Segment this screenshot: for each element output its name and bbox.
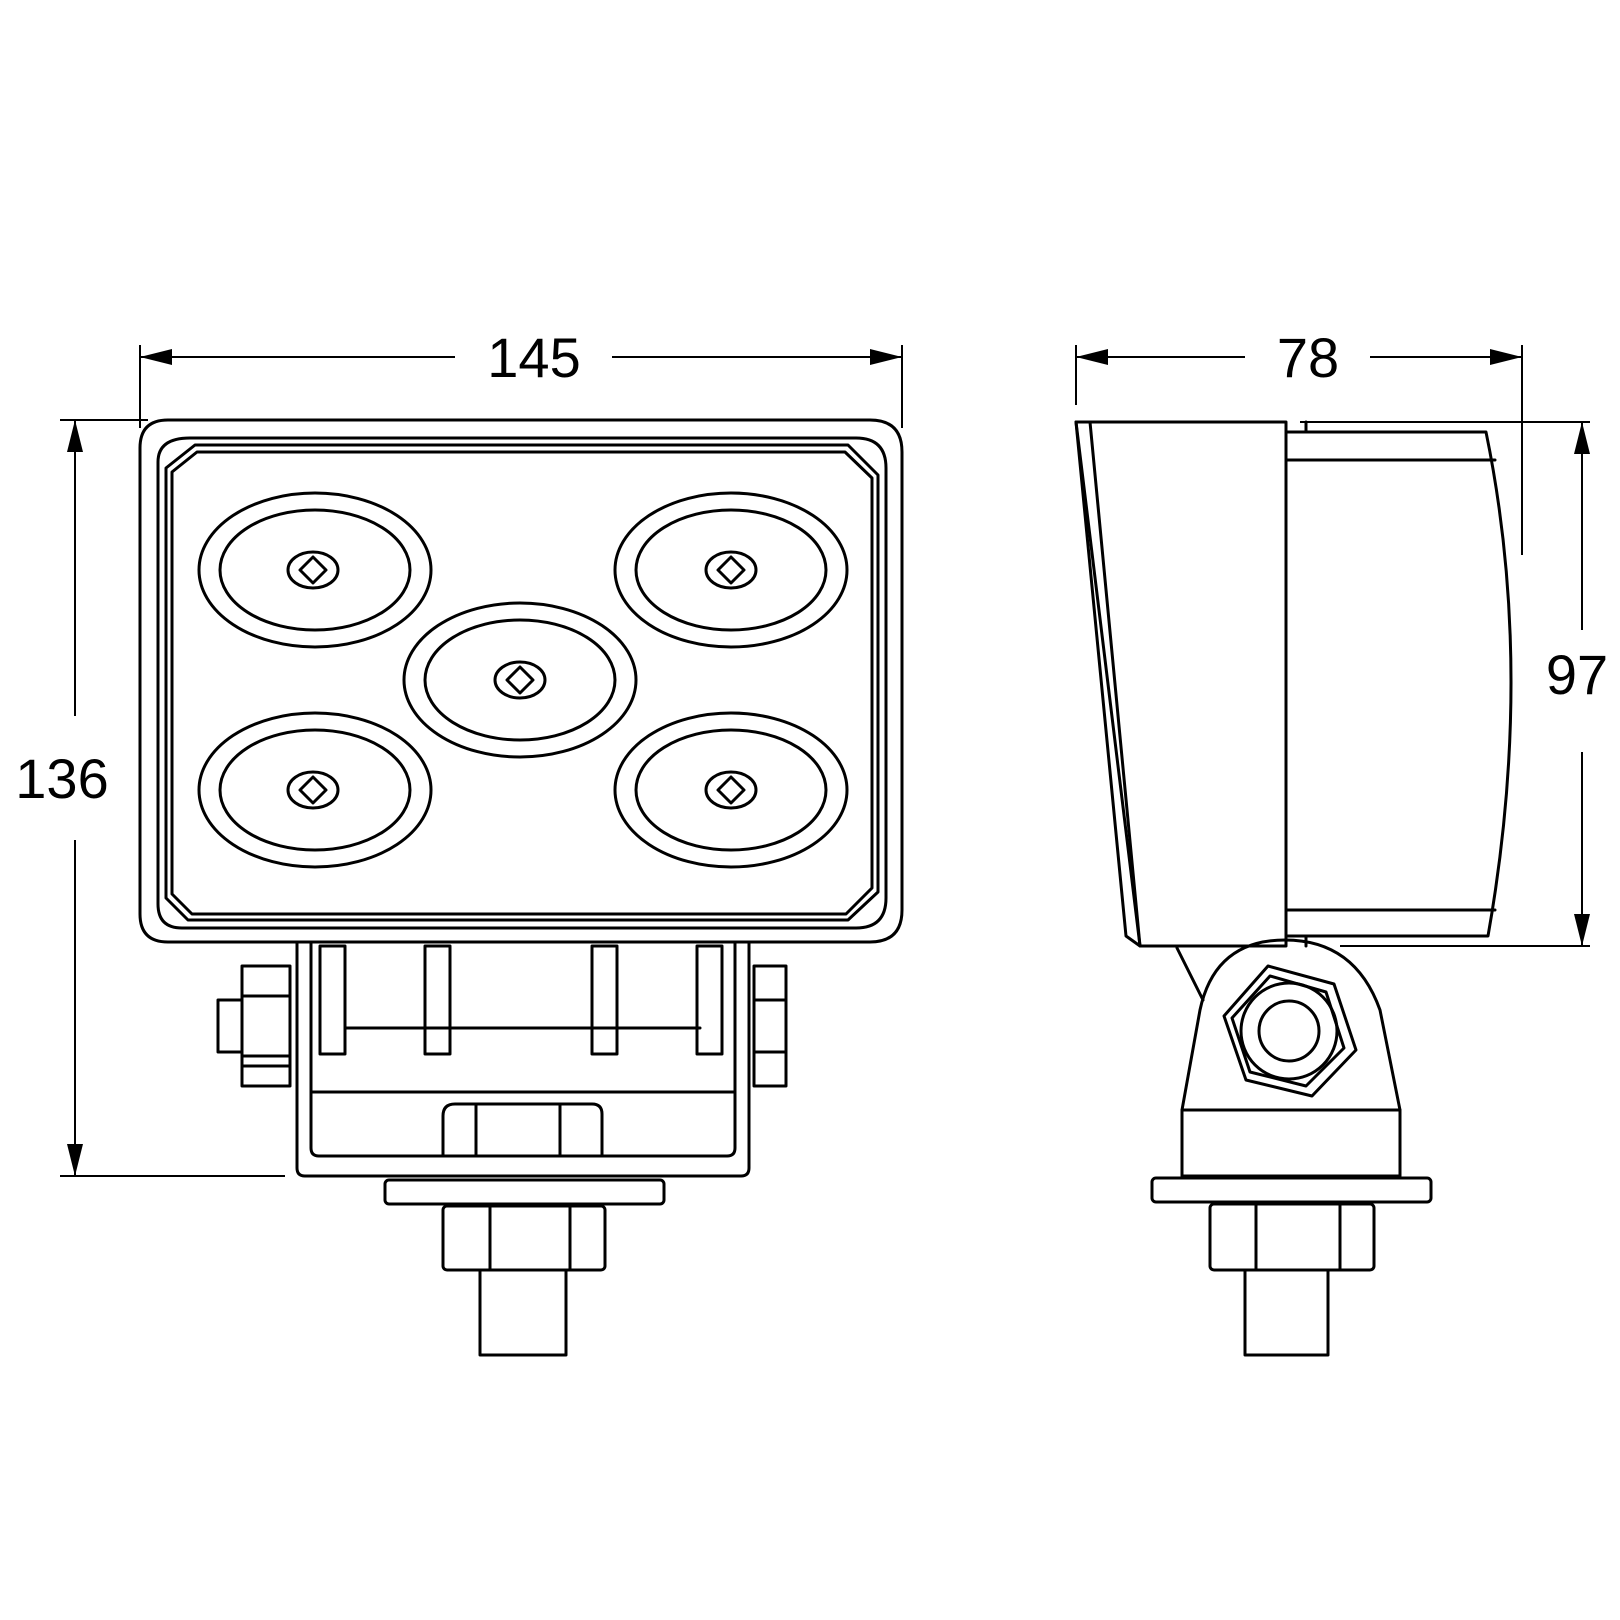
side-bottom-mount (1150, 1176, 1433, 1357)
side-swivel-bracket (1175, 938, 1402, 1178)
front-mounting-bracket (295, 940, 751, 1178)
led-bottom-right (613, 711, 849, 869)
side-bezel (1074, 420, 1288, 948)
front-view (138, 418, 904, 1357)
dimension-side-depth: 78 (1075, 326, 1523, 555)
front-housing-bezel (156, 436, 888, 930)
front-housing-outer (138, 418, 904, 944)
front-right-nut (752, 964, 788, 1088)
led-bottom-left (197, 711, 433, 869)
dimension-front-height: 136 (15, 419, 285, 1177)
dimension-front-width: 145 (139, 326, 903, 428)
side-view (1074, 420, 1513, 1357)
front-left-nut (216, 964, 292, 1088)
front-bottom-mount (383, 1178, 666, 1357)
dim-label-depth: 78 (1277, 326, 1339, 389)
led-center (402, 601, 638, 759)
led-top-right (613, 491, 849, 649)
dim-label-height: 136 (15, 747, 108, 810)
dim-label-side-height: 97 (1546, 643, 1608, 706)
front-lens-inner (170, 450, 874, 916)
front-lens-outer (164, 443, 880, 922)
led-top-left (197, 491, 433, 649)
side-body (1284, 430, 1513, 938)
dimension-side-height: 97 (1300, 421, 1608, 947)
dim-label-width: 145 (487, 326, 580, 389)
